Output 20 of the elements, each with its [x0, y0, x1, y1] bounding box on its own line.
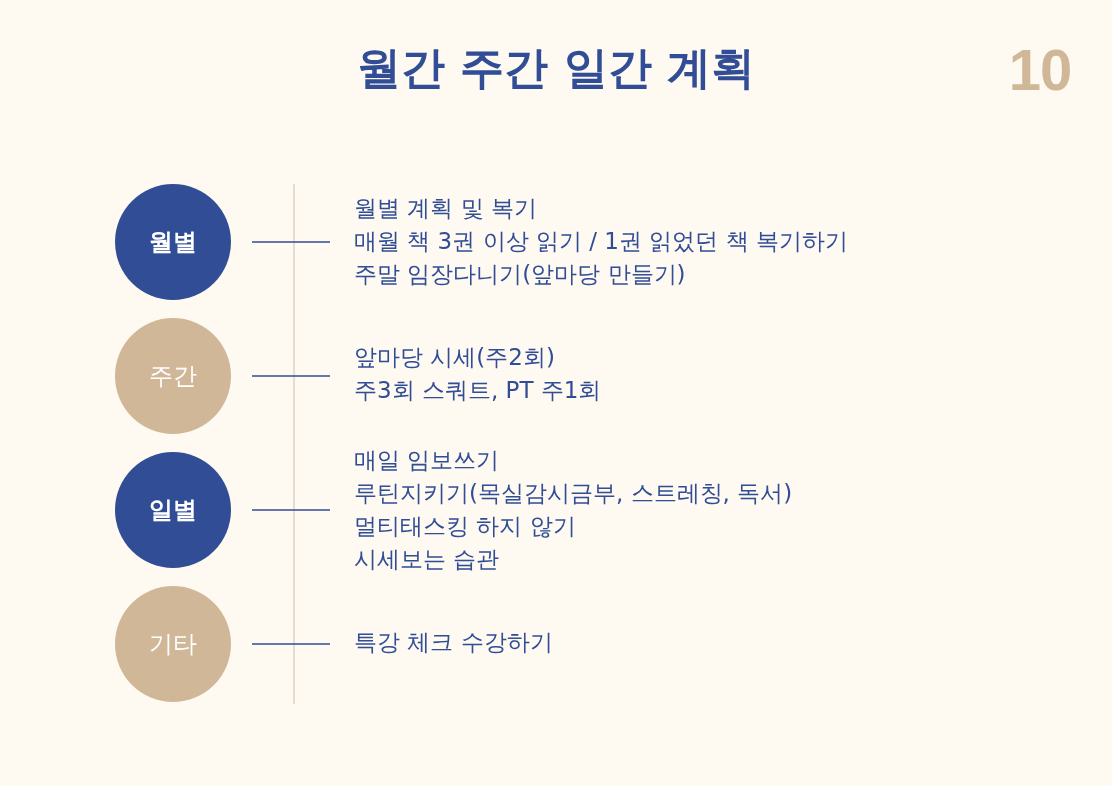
plan-item: 주3회 스쿼트, PT 주1회: [354, 376, 602, 405]
plan-item: 앞마당 시세(주2회): [354, 343, 555, 372]
plan-item: 매월 책 3권 이상 읽기 / 1권 읽었던 책 복기하기: [354, 226, 848, 256]
title: 월간 주간 일간 계획: [357, 43, 755, 93]
category-label: 일별: [149, 496, 197, 524]
plan-item: 매일 임보쓰기: [354, 446, 500, 475]
plan-item: 루틴지키기(목실감시금부, 스트레칭, 독서): [354, 479, 793, 508]
connector-line: [251, 643, 331, 645]
plan-item: 시세보는 습관: [354, 545, 500, 574]
category-label: 주간: [149, 362, 197, 390]
plan-item: 주말 임장다니기(앞마당 만들기): [354, 259, 686, 289]
plan-item: 월별 계획 및 복기: [354, 193, 537, 223]
connector-line: [251, 241, 331, 243]
plan-item: 특강 체크 수강하기: [354, 627, 553, 657]
connector-line: [251, 375, 331, 377]
plan-item: 멀티태스킹 하지 않기: [354, 512, 576, 541]
connector-line: [251, 509, 331, 511]
category-label: 월별: [149, 228, 197, 256]
page-number: 10: [1008, 41, 1072, 99]
category-label: 기타: [149, 630, 197, 658]
